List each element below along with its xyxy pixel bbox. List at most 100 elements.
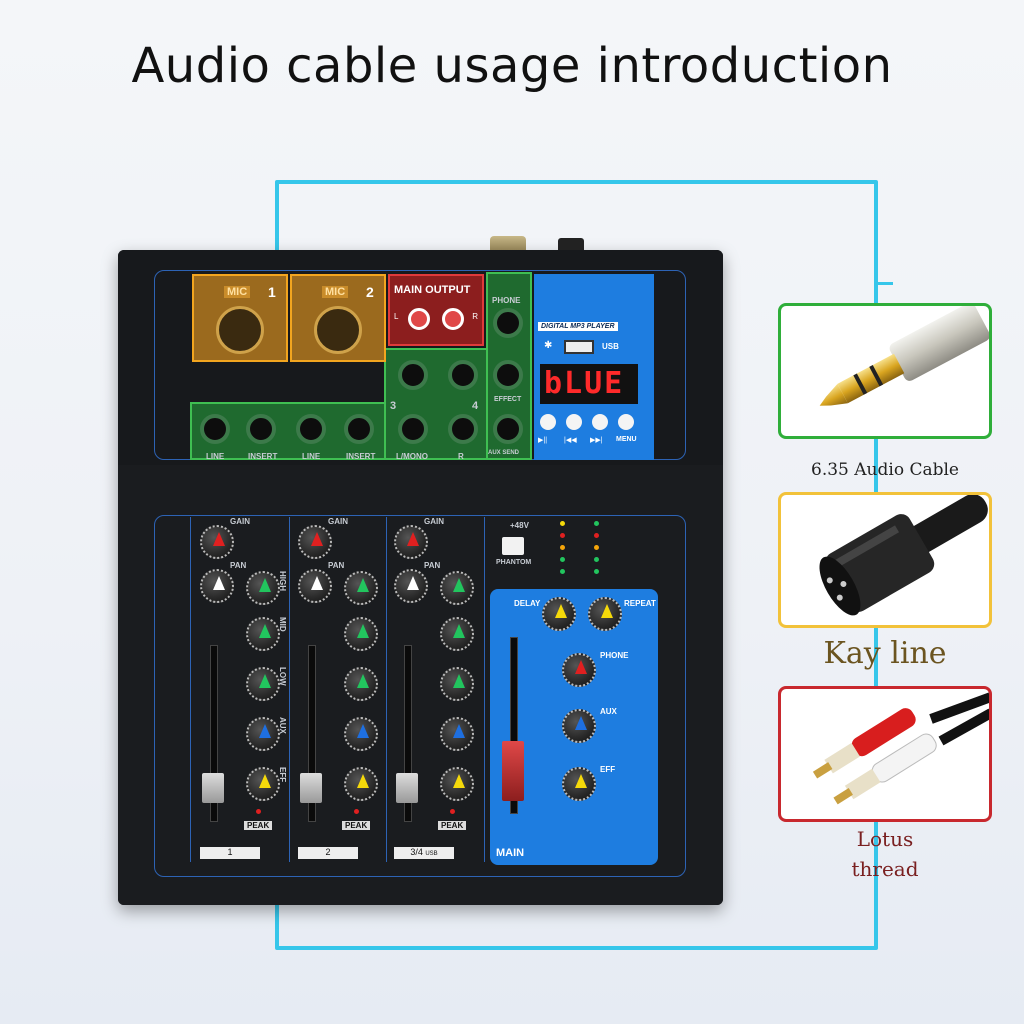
ch3-label-suffix: USB bbox=[425, 851, 438, 857]
ch1-fader[interactable] bbox=[202, 773, 224, 803]
menu-button[interactable] bbox=[618, 414, 634, 430]
ch1-high-knob[interactable] bbox=[246, 571, 280, 605]
previous-button[interactable] bbox=[566, 414, 582, 430]
phantom-button[interactable] bbox=[502, 537, 524, 555]
led-meter bbox=[560, 521, 600, 581]
main-output-l: L bbox=[394, 312, 399, 321]
mic2-number: 2 bbox=[366, 284, 374, 300]
ch3-label: 3/4 USB bbox=[394, 847, 454, 859]
main-section: DELAY REPEAT PHONE AUX EFF MAIN bbox=[490, 589, 658, 865]
channel-strip-3 bbox=[386, 517, 485, 862]
ch1-aux-label: AUX bbox=[278, 717, 287, 734]
main-phone-label: PHONE bbox=[600, 651, 629, 660]
aux-send-jack[interactable] bbox=[493, 414, 523, 444]
ch2-fader-track bbox=[308, 645, 316, 822]
ch3-label-text: 3/4 bbox=[410, 847, 423, 857]
eff-level-knob[interactable] bbox=[562, 767, 596, 801]
mp3-display bbox=[540, 364, 638, 404]
audio-mixer: MIC 1 MIC 2 MAIN OUTPUT L R PHONE EFFECT… bbox=[118, 236, 723, 905]
ch3-pan-knob[interactable] bbox=[394, 569, 428, 603]
ch2-gain-knob[interactable] bbox=[298, 525, 332, 559]
ch2-insert-jack[interactable] bbox=[344, 414, 374, 444]
phantom-label: PHANTOM bbox=[496, 559, 532, 566]
control-panel: GAIN PAN HIGH MID LOW AUX EFF PEAK 1 GAI… bbox=[118, 465, 723, 905]
xlr-socket-icon bbox=[216, 306, 264, 354]
ch3-fader[interactable] bbox=[396, 773, 418, 803]
ch1-eff-label: EFF bbox=[278, 767, 287, 783]
insert-label-2: INSERT bbox=[346, 452, 376, 461]
xlr-socket-icon bbox=[314, 306, 362, 354]
ch1-mid-label: MID bbox=[278, 617, 287, 632]
ch2-peak-led bbox=[354, 809, 359, 814]
main-fader-track bbox=[510, 637, 518, 814]
mp3-player-panel: DIGITAL MP3 PLAYER ✱ USB bLUE ▶|| |◀◀ ▶▶… bbox=[534, 274, 654, 460]
ch1-line-jack[interactable] bbox=[200, 414, 230, 444]
ch4-r-jack[interactable] bbox=[448, 414, 478, 444]
ch3-gain-knob[interactable] bbox=[394, 525, 428, 559]
ch1-mid-knob[interactable] bbox=[246, 617, 280, 651]
mic1-label: MIC bbox=[224, 286, 251, 298]
ch2-line-jack[interactable] bbox=[296, 414, 326, 444]
ch3-pan-label: PAN bbox=[424, 561, 441, 570]
ch1-pan-knob[interactable] bbox=[200, 569, 234, 603]
ch1-low-knob[interactable] bbox=[246, 667, 280, 701]
delay-label: DELAY bbox=[514, 599, 541, 608]
mic1-jack[interactable]: MIC 1 bbox=[192, 274, 288, 362]
aux-send-label: AUX SEND bbox=[488, 450, 520, 456]
play-pause-label: ▶|| bbox=[538, 437, 548, 444]
bluetooth-icon: ✱ bbox=[544, 340, 553, 351]
ch2-fader[interactable] bbox=[300, 773, 322, 803]
mic2-jack[interactable]: MIC 2 bbox=[290, 274, 386, 362]
main-output-label: MAIN OUTPUT bbox=[394, 284, 471, 296]
ch2-pan-knob[interactable] bbox=[298, 569, 332, 603]
ch1-high-label: HIGH bbox=[278, 571, 287, 591]
ch3-lmono-jack[interactable] bbox=[398, 414, 428, 444]
input-4-number: 4 bbox=[472, 400, 479, 412]
lmono-label: L/MONO bbox=[396, 452, 428, 461]
phone-level-knob[interactable] bbox=[562, 653, 596, 687]
ch1-gain-label: GAIN bbox=[230, 517, 250, 526]
channel-strip-2 bbox=[288, 517, 387, 862]
ch1-eff-knob[interactable] bbox=[246, 767, 280, 801]
ch1-aux-knob[interactable] bbox=[246, 717, 280, 751]
trs-cable-caption: 6.35 Audio Cable bbox=[811, 460, 959, 480]
mp3-title: DIGITAL MP3 PLAYER bbox=[538, 322, 618, 331]
ch2-low-knob[interactable] bbox=[344, 667, 378, 701]
stereo-r-jack[interactable] bbox=[448, 360, 478, 390]
ch1-insert-jack[interactable] bbox=[246, 414, 276, 444]
phone-jack[interactable] bbox=[493, 308, 523, 338]
ch3-low-knob[interactable] bbox=[440, 667, 474, 701]
ch3-peak-label: PEAK bbox=[438, 821, 467, 830]
ch1-fader-track bbox=[210, 645, 218, 822]
ch2-peak-label: PEAK bbox=[342, 821, 371, 830]
play-pause-button[interactable] bbox=[540, 414, 556, 430]
rca-cable-card bbox=[778, 686, 992, 822]
delay-knob[interactable] bbox=[542, 597, 576, 631]
ch1-label: 1 bbox=[200, 847, 260, 859]
menu-label: MENU bbox=[616, 436, 637, 443]
ch2-high-knob[interactable] bbox=[344, 571, 378, 605]
stereo-l-jack[interactable] bbox=[398, 360, 428, 390]
ch3-eff-knob[interactable] bbox=[440, 767, 474, 801]
repeat-knob[interactable] bbox=[588, 597, 622, 631]
ch2-mid-knob[interactable] bbox=[344, 617, 378, 651]
insert-label-1: INSERT bbox=[248, 452, 278, 461]
ch1-gain-knob[interactable] bbox=[200, 525, 234, 559]
main-fader[interactable] bbox=[502, 741, 524, 801]
aux-level-knob[interactable] bbox=[562, 709, 596, 743]
next-button[interactable] bbox=[592, 414, 608, 430]
effect-jack[interactable] bbox=[493, 360, 523, 390]
ch2-aux-knob[interactable] bbox=[344, 717, 378, 751]
phantom-48v-label: +48V bbox=[510, 521, 529, 530]
effect-label: EFFECT bbox=[494, 396, 522, 403]
mic1-number: 1 bbox=[268, 284, 276, 300]
main-output-panel[interactable]: MAIN OUTPUT L R bbox=[388, 274, 484, 346]
repeat-label: REPEAT bbox=[624, 599, 656, 608]
usb-port[interactable] bbox=[564, 340, 594, 354]
ch2-eff-knob[interactable] bbox=[344, 767, 378, 801]
ch3-high-knob[interactable] bbox=[440, 571, 474, 605]
ch3-mid-knob[interactable] bbox=[440, 617, 474, 651]
channel-strip-1 bbox=[190, 517, 290, 862]
ch3-aux-knob[interactable] bbox=[440, 717, 474, 751]
ch1-low-label: LOW bbox=[278, 667, 287, 686]
